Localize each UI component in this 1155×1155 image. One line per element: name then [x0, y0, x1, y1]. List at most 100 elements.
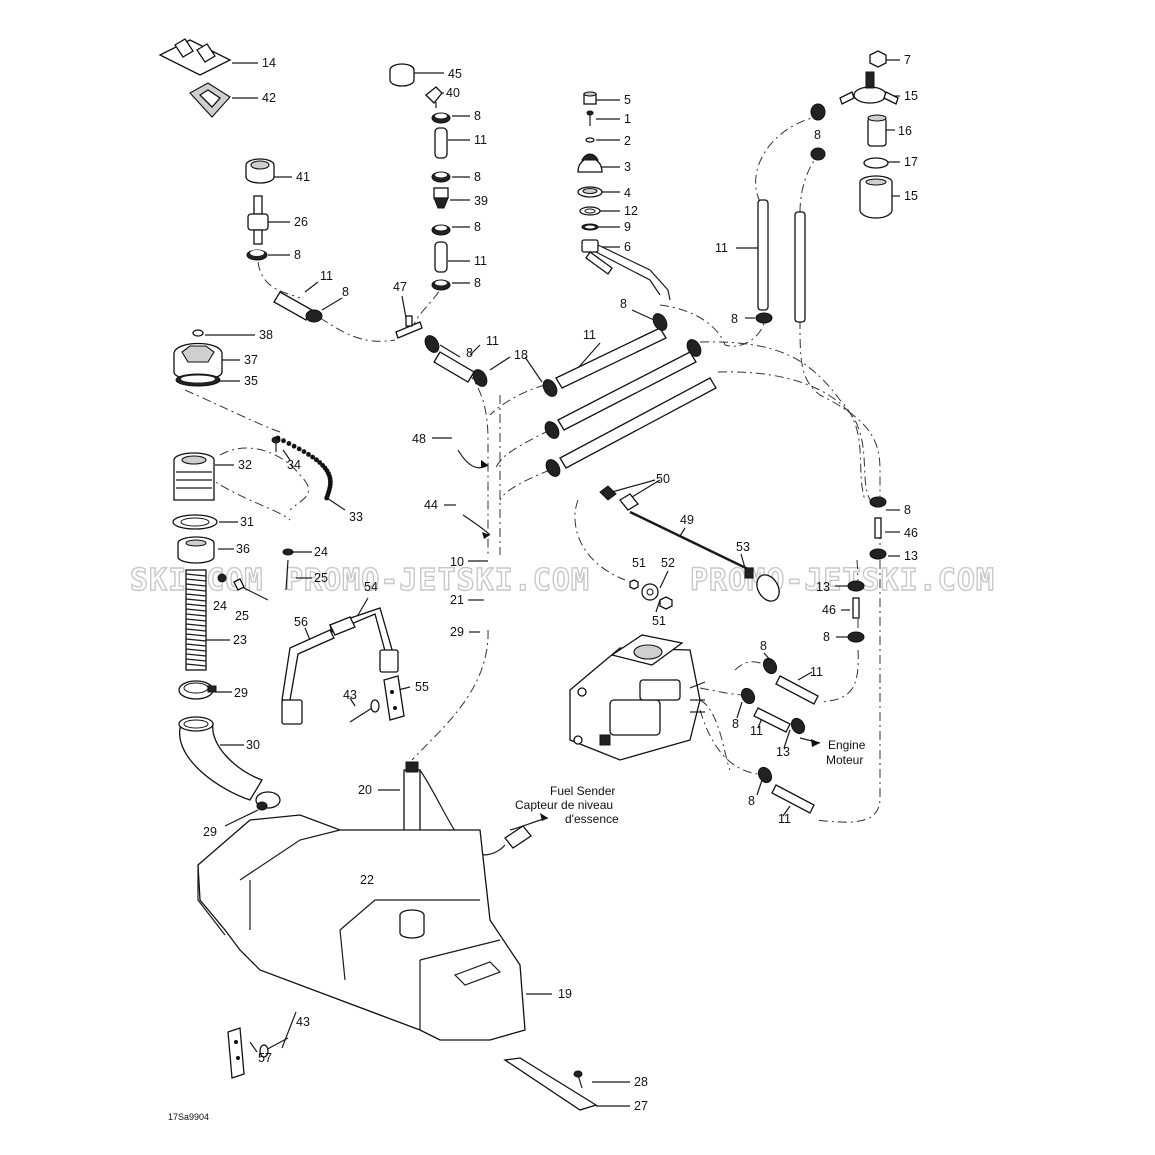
callout-24: 24 [213, 599, 227, 613]
carburetor [569, 634, 706, 761]
leader-lines [205, 59, 900, 1107]
callout-12: 12 [624, 204, 638, 218]
part-18-clamps [542, 379, 561, 477]
callout-16: 16 [898, 124, 912, 138]
part-11-vertical-hoses [757, 199, 806, 323]
part-11-hose [273, 291, 323, 323]
callout-8: 8 [904, 503, 911, 517]
callout-6: 6 [624, 240, 631, 254]
part-11-carb-hoses [740, 657, 819, 814]
callout-19: 19 [558, 987, 572, 1001]
callout-29: 29 [234, 686, 248, 700]
part-49-shaft [629, 510, 751, 572]
callout-8: 8 [466, 346, 473, 360]
part-47-t-fitting [395, 315, 423, 339]
part-15-filter-bowl [859, 175, 893, 219]
callout-14: 14 [262, 56, 276, 70]
callout-47: 47 [393, 280, 407, 294]
callout-7: 7 [904, 53, 911, 67]
part-2-washer [585, 137, 595, 143]
watermark-3: PROMO-JETSKI.COM [690, 563, 995, 598]
part-31-gasket [172, 514, 218, 530]
callout-30: 30 [246, 738, 260, 752]
chain-bead [275, 435, 281, 441]
notes: Fuel Sender Capteur de niveau d'essence … [168, 738, 866, 1122]
hose-rib [185, 638, 207, 642]
part-56-strap [281, 629, 335, 725]
callout-52: 52 [661, 556, 675, 570]
callout-11: 11 [583, 328, 596, 342]
callout-20: 20 [358, 783, 372, 797]
part-11-hose-mid [433, 351, 488, 387]
part-26-fitting [247, 195, 269, 245]
callout-8: 8 [474, 170, 481, 184]
callout-31: 31 [240, 515, 254, 529]
part-12-gasket [579, 206, 601, 216]
part-45-valve [389, 63, 415, 87]
hose-rib [185, 648, 207, 652]
callout-8: 8 [814, 128, 821, 142]
part-8-clamp [246, 249, 268, 261]
part-39-filter [433, 187, 449, 209]
hose-rib [185, 658, 207, 662]
callout-56: 56 [294, 615, 308, 629]
callout-50: 50 [656, 472, 670, 486]
chain-bead [291, 443, 297, 449]
part-32-filler-neck [173, 452, 215, 501]
hose-routing-lines [184, 117, 881, 823]
part-3-cap [577, 153, 603, 173]
callout-2: 2 [624, 134, 631, 148]
part-51-nut [629, 579, 673, 610]
callout-57: 57 [258, 1051, 272, 1065]
part-5-plug [583, 91, 597, 105]
callout-25: 25 [235, 609, 249, 623]
callout-numbers: 14 42 41 26 8 11 8 38 37 35 32 34 33 31 … [203, 53, 918, 1113]
callout-13: 13 [776, 745, 790, 759]
callout-18: 18 [514, 348, 528, 362]
callout-11: 11 [750, 724, 763, 738]
callout-8: 8 [474, 276, 481, 290]
hose-rib [185, 623, 207, 627]
callout-11: 11 [715, 241, 728, 255]
callout-48: 48 [412, 432, 426, 446]
part-29-lower-clamp [255, 791, 281, 811]
part-50-grommets [599, 485, 639, 511]
hose-rib [185, 613, 207, 617]
part-24-washer [217, 548, 294, 583]
hose-rib [185, 618, 207, 622]
engine-label-fr: Moteur [826, 753, 863, 767]
callout-8: 8 [732, 717, 739, 731]
part-7-nut [869, 50, 887, 68]
callout-13: 13 [816, 580, 830, 594]
chain-bead [324, 495, 330, 501]
part-14-clip [158, 38, 232, 76]
callout-46: 46 [822, 603, 836, 617]
part-16-filter-element [867, 114, 887, 147]
engine-label: Engine [828, 738, 866, 752]
part-42-pad [189, 82, 231, 118]
chain-bead [286, 441, 292, 446]
part-27-plate [503, 1057, 598, 1111]
callout-36: 36 [236, 542, 250, 556]
callout-26: 26 [294, 215, 308, 229]
callout-24: 24 [314, 545, 328, 559]
callout-8: 8 [474, 220, 481, 234]
callout-32: 32 [238, 458, 252, 472]
callout-8: 8 [748, 794, 755, 808]
callout-8: 8 [823, 630, 830, 644]
part-28-screw [573, 1070, 583, 1089]
callout-43: 43 [343, 688, 357, 702]
chain-bead [314, 457, 319, 463]
callout-11: 11 [778, 812, 791, 826]
callout-9: 9 [624, 220, 631, 234]
part-40-elbow [425, 86, 443, 108]
callout-53: 53 [736, 540, 750, 554]
callout-37: 37 [244, 353, 258, 367]
fuel-sender-label-fr-2: d'essence [565, 812, 619, 826]
callout-4: 4 [624, 186, 631, 200]
part-53-knob [744, 567, 780, 602]
callout-27: 27 [634, 1099, 648, 1113]
part-4-ring [577, 186, 603, 198]
callout-8: 8 [474, 109, 481, 123]
